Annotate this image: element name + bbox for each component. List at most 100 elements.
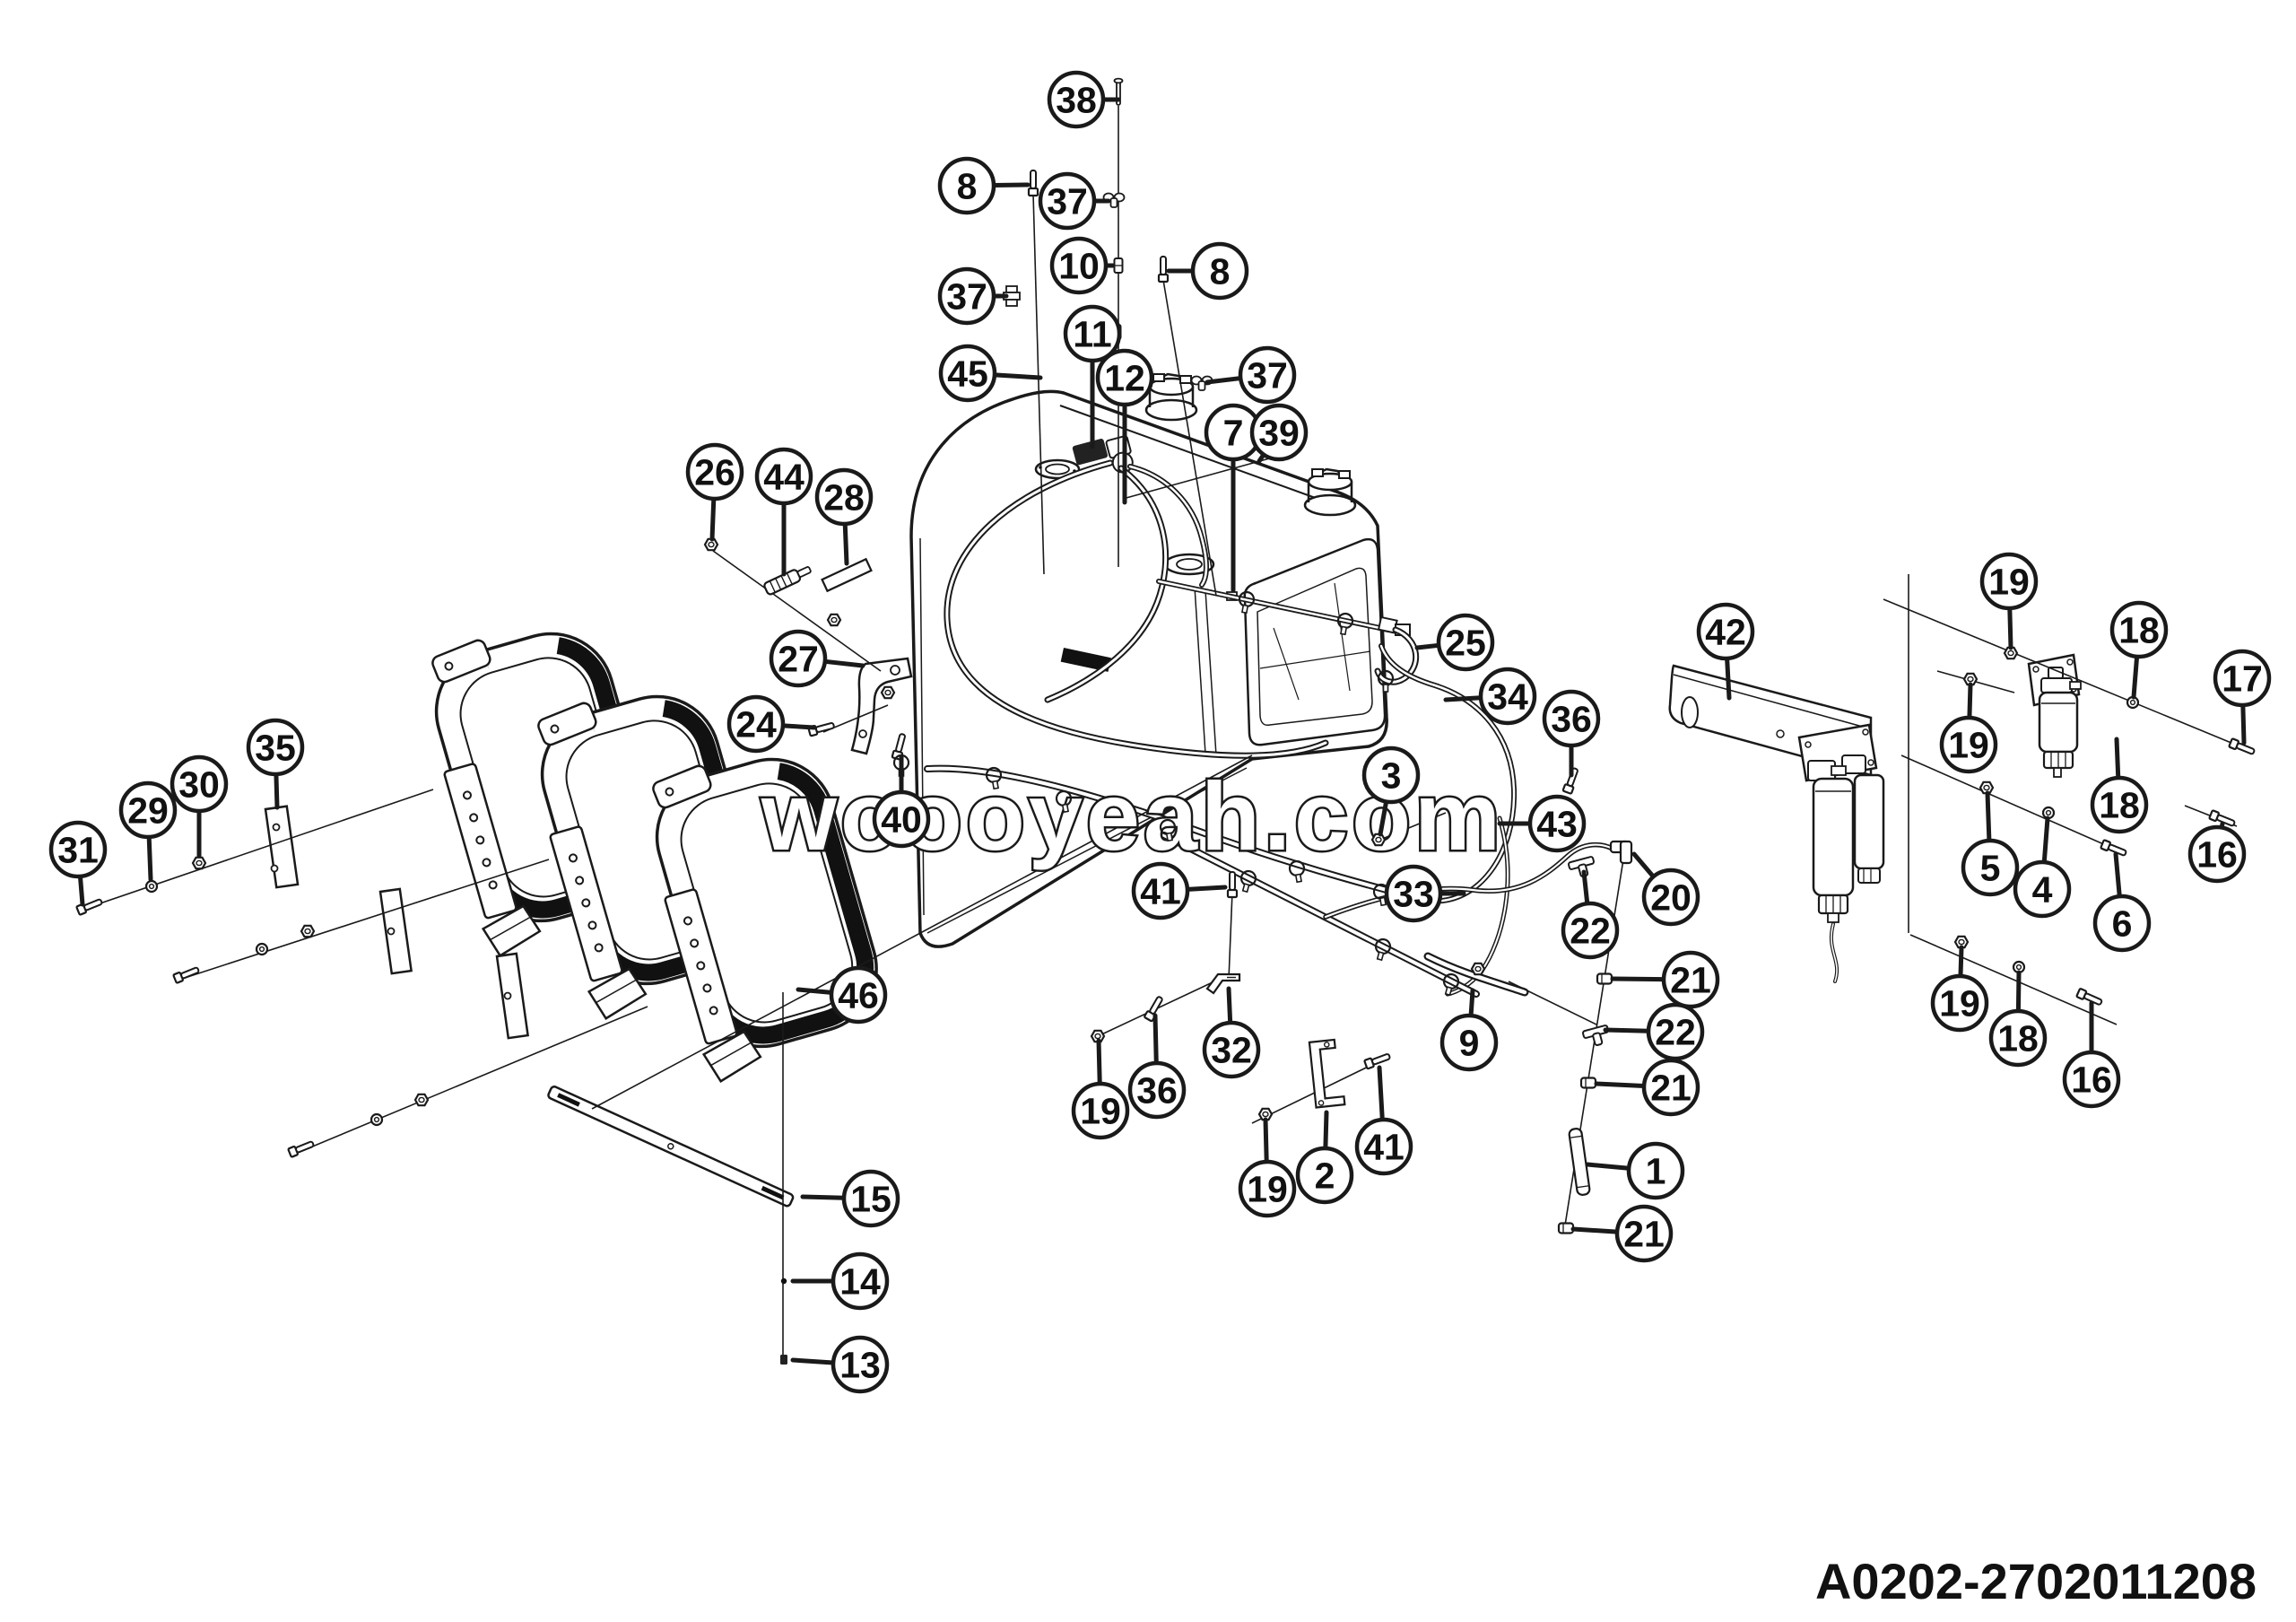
svg-text:36: 36 xyxy=(1136,1070,1178,1112)
fuel-filter-dual xyxy=(1797,723,1885,983)
svg-text:25: 25 xyxy=(1445,623,1486,664)
part-nut xyxy=(880,685,896,700)
part-bolt xyxy=(1363,1053,1391,1070)
part-clamp xyxy=(1288,859,1306,884)
tank-slot xyxy=(1060,648,1111,672)
svg-text:21: 21 xyxy=(1670,960,1711,1001)
callout-37: 37 xyxy=(1038,171,1111,231)
svg-text:38: 38 xyxy=(1056,80,1097,121)
svg-text:11: 11 xyxy=(1073,314,1111,355)
callout-31: 31 xyxy=(48,820,108,907)
part-nut xyxy=(413,1093,430,1107)
svg-text:13: 13 xyxy=(839,1345,881,1386)
part-bolt xyxy=(1157,256,1170,283)
svg-text:19: 19 xyxy=(1080,1091,1121,1132)
svg-text:27: 27 xyxy=(778,639,819,680)
svg-text:34: 34 xyxy=(1487,676,1528,718)
callout-1: 1 xyxy=(1585,1141,1685,1200)
part-nut xyxy=(191,856,207,870)
svg-text:10: 10 xyxy=(1058,246,1100,287)
part-clamp xyxy=(985,766,1003,790)
part-bush xyxy=(1557,1222,1575,1234)
part-washer xyxy=(2126,695,2140,710)
strap-plate-35 xyxy=(264,805,300,889)
part-bolt xyxy=(75,898,103,916)
part-angle xyxy=(1205,972,1241,995)
callout-32: 32 xyxy=(1202,986,1261,1079)
part-plug xyxy=(780,1355,787,1365)
callout-5: 5 xyxy=(1961,790,2020,897)
svg-text:8: 8 xyxy=(1210,251,1231,292)
callout-43: 43 xyxy=(1497,794,1587,853)
callout-35: 35 xyxy=(246,718,305,810)
svg-text:6: 6 xyxy=(2112,903,2133,945)
svg-text:30: 30 xyxy=(178,764,220,806)
callout-20: 20 xyxy=(1631,851,1700,927)
construction-lines xyxy=(86,106,2254,1360)
callout-38: 38 xyxy=(1047,70,1121,129)
svg-text:32: 32 xyxy=(1211,1030,1252,1071)
svg-text:29: 29 xyxy=(127,790,169,832)
svg-text:24: 24 xyxy=(735,704,777,746)
strap-shim xyxy=(495,952,530,1040)
callout-27: 27 xyxy=(769,629,865,688)
part-bolt xyxy=(2228,737,2256,755)
svg-text:19: 19 xyxy=(1948,725,1989,766)
callout-18: 18 xyxy=(1988,970,2048,1068)
callout-14: 14 xyxy=(790,1251,890,1311)
callout-41: 41 xyxy=(1131,861,1228,920)
svg-text:16: 16 xyxy=(2196,834,2238,876)
callout-39: 39 xyxy=(1249,403,1309,464)
callout-8: 8 xyxy=(937,156,1031,215)
callout-7: 7 xyxy=(1204,403,1263,593)
strap-assemblies xyxy=(264,607,897,1084)
part-clamp xyxy=(1377,669,1395,693)
part-nut xyxy=(1979,780,1995,795)
callout-2: 2 xyxy=(1295,1110,1354,1205)
callout-30: 30 xyxy=(170,754,229,859)
part-clamp xyxy=(1239,869,1257,894)
part-clamp xyxy=(1055,789,1073,814)
svg-text:12: 12 xyxy=(1104,358,1145,399)
callout-41: 41 xyxy=(1354,1065,1413,1176)
svg-text:26: 26 xyxy=(694,452,735,493)
callout-19: 19 xyxy=(1071,1038,1130,1140)
callout-16: 16 xyxy=(2187,821,2247,884)
callout-6: 6 xyxy=(2092,851,2152,953)
callout-17: 17 xyxy=(2213,649,2272,746)
svg-text:45: 45 xyxy=(947,353,988,395)
part-union xyxy=(1003,285,1021,307)
part-nut xyxy=(1962,672,1979,686)
part-clamp xyxy=(1374,937,1392,962)
svg-text:19: 19 xyxy=(1939,983,1980,1025)
svg-text:35: 35 xyxy=(255,728,296,769)
part-clip xyxy=(1102,192,1126,208)
part-clamp xyxy=(1442,972,1460,997)
callout-19: 19 xyxy=(1979,552,2039,650)
part-valve xyxy=(763,566,812,596)
part-strip xyxy=(821,557,873,593)
tank-end-face xyxy=(1243,537,1387,746)
svg-text:33: 33 xyxy=(1393,874,1434,915)
part-nut xyxy=(1257,1107,1274,1121)
svg-text:20: 20 xyxy=(1650,877,1692,919)
callout-18: 18 xyxy=(2109,600,2169,700)
fuel-tank xyxy=(909,372,1615,998)
part-bush xyxy=(1596,972,1613,985)
svg-text:18: 18 xyxy=(2118,610,2160,651)
svg-text:43: 43 xyxy=(1536,804,1578,845)
svg-text:36: 36 xyxy=(1551,699,1592,740)
svg-text:15: 15 xyxy=(850,1179,891,1220)
svg-text:14: 14 xyxy=(839,1261,881,1303)
svg-text:40: 40 xyxy=(881,799,922,841)
svg-text:8: 8 xyxy=(957,166,978,207)
callout-11: 11 xyxy=(1063,304,1122,449)
part-tube xyxy=(1568,1128,1591,1196)
svg-text:41: 41 xyxy=(1363,1127,1405,1168)
part-bolt xyxy=(1226,871,1239,899)
mounting-strip-15 xyxy=(547,1086,795,1208)
callout-9: 9 xyxy=(1439,988,1499,1072)
callout-37: 37 xyxy=(937,266,1009,326)
part-nut xyxy=(826,613,842,627)
